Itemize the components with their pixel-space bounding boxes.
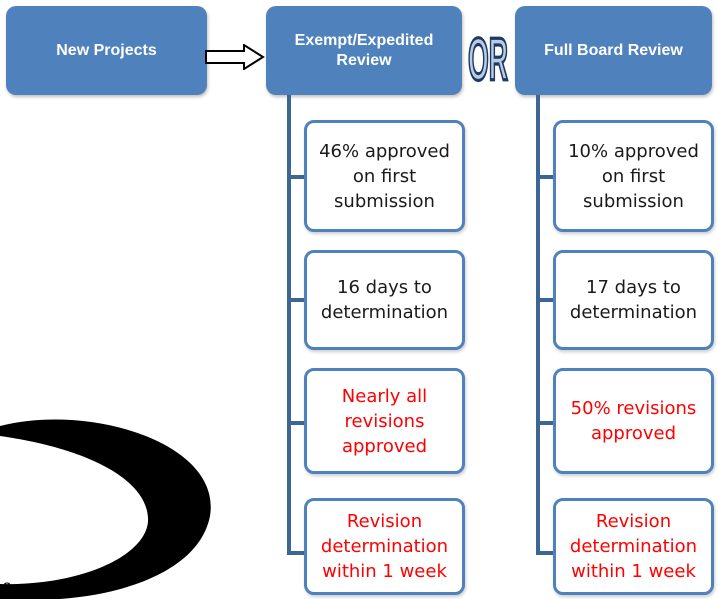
text-fragment: s — [3, 578, 11, 595]
exempt-expedited-review-box: Exempt/Expedited Review — [266, 6, 462, 95]
full-board-connector-1 — [536, 175, 554, 179]
or-label: OR — [468, 26, 508, 90]
exempt-expedited-review-label: Exempt/Expedited Review — [294, 31, 434, 69]
full-board-card-revision-timing: Revision determination within 1 week — [553, 498, 714, 595]
full-board-review-box: Full Board Review — [515, 6, 712, 95]
exempt-card-days: 16 days to determination — [304, 250, 465, 350]
exempt-connector-4 — [287, 551, 305, 555]
exempt-connector-2 — [287, 298, 305, 302]
full-board-connector-2 — [536, 298, 554, 302]
full-board-connector-4 — [536, 551, 554, 555]
exempt-card-revisions-text: Nearly all revisions approved — [341, 385, 428, 457]
full-board-card-approval-text: 10% approved on first submission — [568, 140, 699, 212]
full-board-card-revisions: 50% revisions approved — [553, 368, 714, 474]
right-arrow-icon — [205, 44, 265, 70]
exempt-connector-3 — [287, 421, 305, 425]
new-projects-box: New Projects — [6, 6, 207, 95]
exempt-card-days-text: 16 days to determination — [320, 277, 449, 323]
black-crescent-shape — [0, 419, 211, 599]
full-board-card-revision-timing-text: Revision determination within 1 week — [569, 511, 698, 582]
exempt-card-approval-text: 46% approved on first submission — [319, 140, 450, 212]
full-board-card-approval: 10% approved on first submission — [553, 120, 714, 232]
full-board-card-revisions-text: 50% revisions approved — [570, 398, 697, 444]
exempt-card-revision-timing-text: Revision determination within 1 week — [320, 511, 449, 582]
exempt-card-approval: 46% approved on first submission — [304, 120, 465, 232]
full-board-connector-vertical — [536, 95, 540, 555]
exempt-connector-vertical — [287, 95, 291, 555]
new-projects-label: New Projects — [56, 41, 157, 59]
exempt-card-revisions: Nearly all revisions approved — [304, 368, 465, 474]
or-word-art: OR — [467, 24, 510, 90]
full-board-review-label: Full Board Review — [544, 41, 683, 59]
exempt-connector-1 — [287, 175, 305, 179]
full-board-connector-3 — [536, 421, 554, 425]
full-board-card-days-text: 17 days to determination — [569, 277, 698, 323]
exempt-card-revision-timing: Revision determination within 1 week — [304, 498, 465, 595]
full-board-card-days: 17 days to determination — [553, 250, 714, 350]
